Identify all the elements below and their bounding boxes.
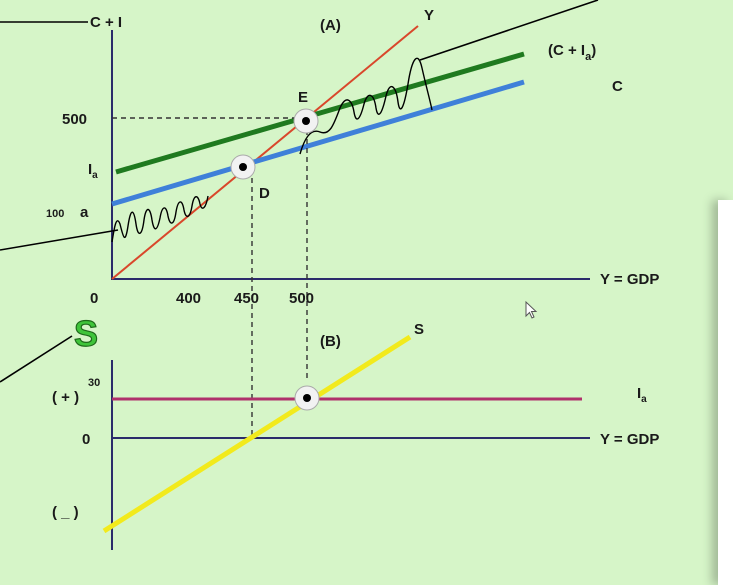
panel-a-x-tick-450: 450 (234, 290, 259, 307)
panel-a-origin: 0 (90, 290, 98, 307)
point-s-ia-marker (294, 385, 320, 411)
line-ia-label: Ia (637, 385, 647, 405)
panel-b-tick-zero: 0 (82, 431, 90, 448)
overlay-window-edge (718, 200, 733, 585)
point-d-label: D (259, 185, 270, 202)
line-y-45deg (111, 25, 419, 280)
panel-b-tick-plus: ( + ) (52, 389, 79, 406)
line-y-label: Y (424, 7, 434, 24)
panel-a-tick-ia: Ia (88, 161, 98, 181)
pointer-line-top-right (419, 0, 599, 61)
scribble-left (111, 195, 209, 243)
panel-b-tick-minus: ( _ ) (52, 504, 79, 521)
panel-a-x-axis-label: Y = GDP (600, 271, 659, 288)
mouse-cursor-icon (525, 300, 538, 319)
panel-a-tick-500: 500 (62, 111, 87, 128)
pointer-line-left (0, 229, 119, 251)
panel-a-x-tick-400: 400 (176, 290, 201, 307)
panel-b: S (B) Ia S 30 ( + ) 0 ( _ ) Y = GDP (0, 312, 659, 550)
panel-b-title: (B) (320, 333, 341, 350)
panel-a-title: (A) (320, 17, 341, 34)
line-c (111, 79, 525, 207)
line-s (102, 334, 412, 534)
point-e-label: E (298, 89, 308, 106)
panel-a-x-tick-500: 500 (289, 290, 314, 307)
panel-a-y-axis-label: C + I (90, 14, 122, 31)
line-c-plus-ia-label: (C + Ia) (548, 42, 596, 63)
panel-a-tick-a: a (80, 204, 89, 221)
line-s-label: S (414, 321, 424, 338)
scribble-right (299, 57, 433, 155)
line-c-label: C (612, 78, 623, 95)
line-c-plus-ia (115, 51, 525, 175)
pointer-line-s (0, 335, 73, 383)
panel-b-tick-30: 30 (88, 377, 100, 389)
panel-a: C + I (A) Y (C + Ia) C 500 Ia 100 a 0 40… (0, 0, 659, 436)
panel-a-tick-100: 100 (46, 208, 64, 220)
s-symbol: S (74, 313, 98, 354)
panel-b-x-axis-label: Y = GDP (600, 431, 659, 448)
point-d-marker (230, 154, 256, 180)
point-e-marker (293, 108, 319, 134)
